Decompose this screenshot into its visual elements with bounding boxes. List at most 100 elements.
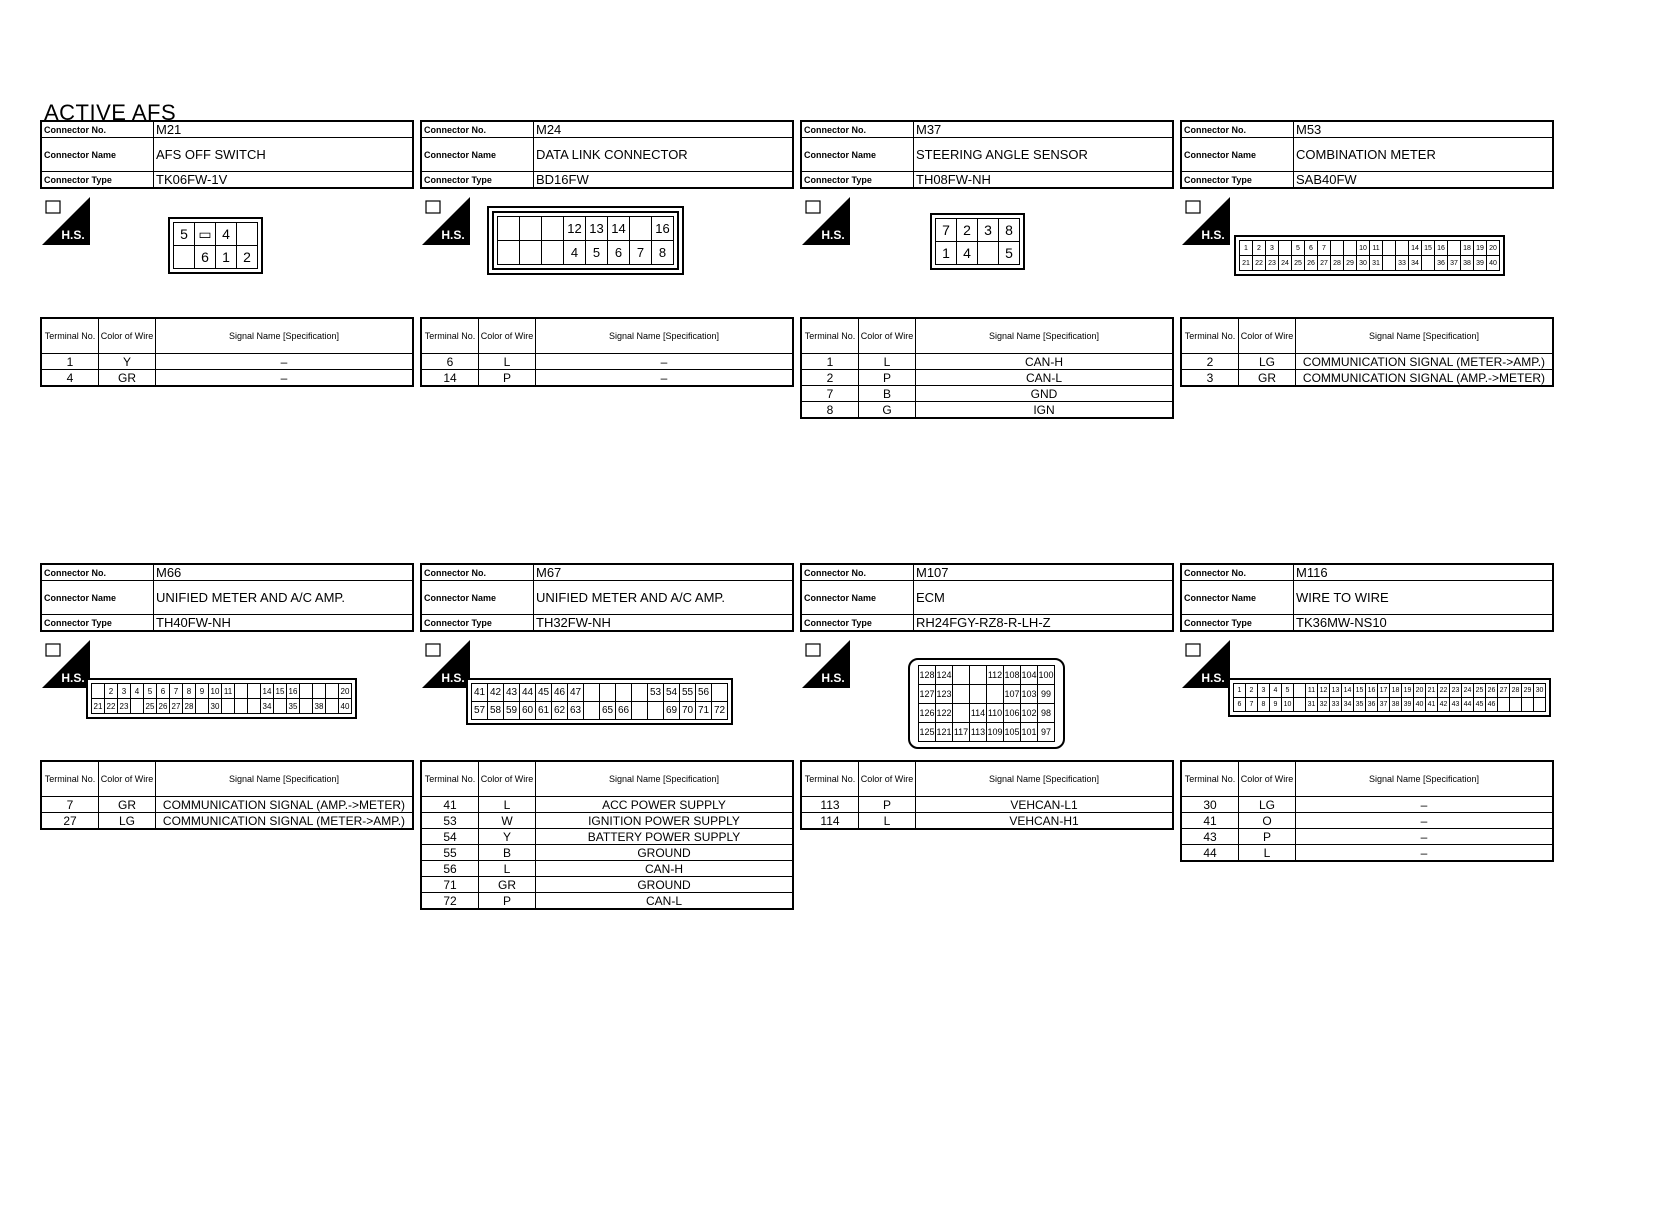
pin-cell: 4 — [956, 241, 978, 265]
pin-cell: 108 — [1003, 665, 1021, 685]
signal-name-header: Signal Name [Specification] — [535, 317, 794, 354]
signal-name-header: Signal Name [Specification] — [535, 760, 794, 797]
connector-no-value: M37 — [913, 120, 1174, 138]
connector-name-label: Connector Name — [420, 137, 534, 172]
pin-cell — [615, 683, 632, 702]
pin-cell: 1 — [215, 245, 237, 269]
pin-cell: 42 — [1437, 697, 1450, 712]
pin-cell — [977, 241, 999, 265]
pin-cell — [325, 683, 339, 699]
connector-name-label: Connector Name — [40, 137, 154, 172]
signal-name: CAN-H — [535, 860, 794, 877]
pin-cell: 30 — [208, 698, 222, 714]
connector-name-value: AFS OFF SWITCH — [153, 137, 414, 172]
pin-cell: 31 — [1369, 255, 1383, 271]
hs-label: H.S. — [61, 228, 84, 242]
pin-cell: 8 — [998, 218, 1020, 242]
pin-cell: 23 — [1449, 683, 1462, 698]
wire-color: B — [858, 385, 916, 402]
terminal-no: 4 — [40, 369, 99, 387]
terminal-no: 113 — [800, 796, 859, 813]
connector-no-label: Connector No. — [40, 120, 154, 138]
terminal-no-header: Terminal No. — [420, 317, 479, 354]
pin-cell: 72 — [711, 701, 728, 720]
pin-cell: 38 — [1389, 697, 1402, 712]
terminal-no-header: Terminal No. — [800, 760, 859, 797]
pin-cell: 16 — [1365, 683, 1378, 698]
pin-cell: 25 — [143, 698, 157, 714]
pin-cell: 110 — [986, 703, 1004, 723]
pin-cell: 22 — [104, 698, 118, 714]
hs-label: H.S. — [821, 671, 844, 685]
connector-no-value: M67 — [533, 563, 794, 581]
pin-cell: 1 — [935, 241, 957, 265]
pin-cell: 18 — [1460, 240, 1474, 256]
connector-no-value: M21 — [153, 120, 414, 138]
pin-cell: 37 — [1447, 255, 1461, 271]
pin-cell: 15 — [1421, 240, 1435, 256]
pin-cell: 7 — [169, 683, 183, 699]
signal-name: GND — [915, 385, 1174, 402]
signal-name: – — [155, 369, 414, 387]
pin-cell: 54 — [663, 683, 680, 702]
pin-cell: 20 — [338, 683, 352, 699]
terminal-no: 1 — [800, 353, 859, 370]
pin-cell: 102 — [1020, 703, 1038, 723]
wire-color: G — [858, 401, 916, 419]
pin-cell: 39 — [1401, 697, 1414, 712]
pin-cell: 69 — [663, 701, 680, 720]
pin-cell — [583, 701, 600, 720]
connector-no-value: M53 — [1293, 120, 1554, 138]
signal-name: CAN-L — [915, 369, 1174, 386]
terminal-no-header: Terminal No. — [1180, 317, 1239, 354]
pin-cell — [234, 683, 248, 699]
pin-cell: 3 — [977, 218, 999, 242]
pin-cell: 112 — [986, 665, 1004, 685]
pin-cell — [1521, 697, 1534, 712]
pin-cell: 16 — [286, 683, 300, 699]
pin-cell: 27 — [1497, 683, 1510, 698]
pin-cell: 28 — [1509, 683, 1522, 698]
pin-cell — [1382, 255, 1396, 271]
wire-color: P — [1238, 828, 1296, 845]
pin-cell: 34 — [1408, 255, 1422, 271]
pin-cell: 6 — [156, 683, 170, 699]
pin-cell: 7 — [1317, 240, 1331, 256]
pin-cell — [1330, 240, 1344, 256]
signal-name: BATTERY POWER SUPPLY — [535, 828, 794, 845]
wire-color: L — [858, 353, 916, 370]
pin-cell: 4 — [215, 222, 237, 246]
harness-side-icon: H.S. — [802, 640, 850, 688]
color-of-wire-header: Color of Wire — [98, 760, 156, 797]
pin-cell — [195, 698, 209, 714]
pin-cell: 39 — [1473, 255, 1487, 271]
terminal-no: 1 — [40, 353, 99, 370]
pin-cell: 12 — [1317, 683, 1330, 698]
pin-cell — [130, 698, 144, 714]
pin-cell — [519, 240, 542, 265]
connector-name-value: DATA LINK CONNECTOR — [533, 137, 794, 172]
signal-name-header: Signal Name [Specification] — [1295, 760, 1554, 797]
pin-cell — [631, 683, 648, 702]
connector-type-value: TH08FW-NH — [913, 171, 1174, 189]
terminal-no: 7 — [40, 796, 99, 813]
hs-label: H.S. — [1201, 228, 1224, 242]
signal-name: GROUND — [535, 844, 794, 861]
